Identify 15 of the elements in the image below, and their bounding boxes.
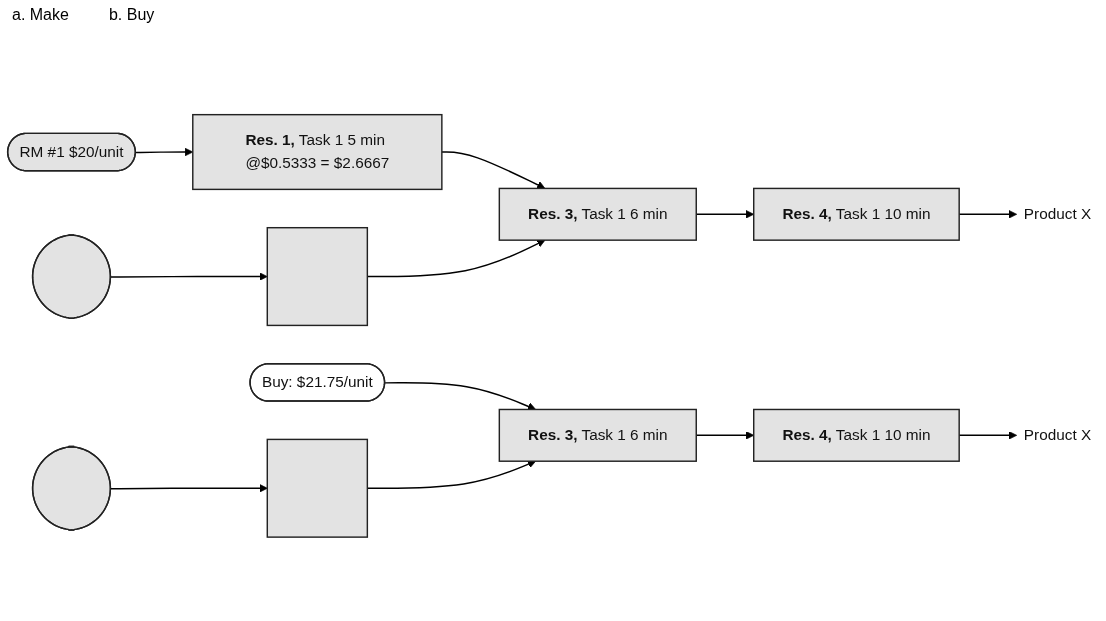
arrow	[441, 150, 546, 189]
node-box: Res. 3, Task 1 6 min	[498, 187, 697, 241]
node-box	[266, 226, 369, 326]
node-box: Res. 1, Task 1 5 min @$0.5333 = $2.6667	[192, 113, 443, 190]
node-box	[266, 438, 369, 538]
node-text: Product X	[1023, 426, 1092, 443]
arrow	[110, 483, 268, 493]
section-label: b. Buy	[108, 6, 155, 24]
node-box: Res. 4, Task 1 10 min	[753, 187, 960, 241]
node-box: Res. 4, Task 1 10 min	[753, 408, 960, 462]
node-box: Res. 3, Task 1 6 min	[498, 408, 697, 462]
arrow	[384, 381, 536, 411]
section-label: a. Make	[12, 6, 69, 24]
node-text: Product X	[1023, 205, 1092, 222]
arrow	[110, 271, 268, 281]
